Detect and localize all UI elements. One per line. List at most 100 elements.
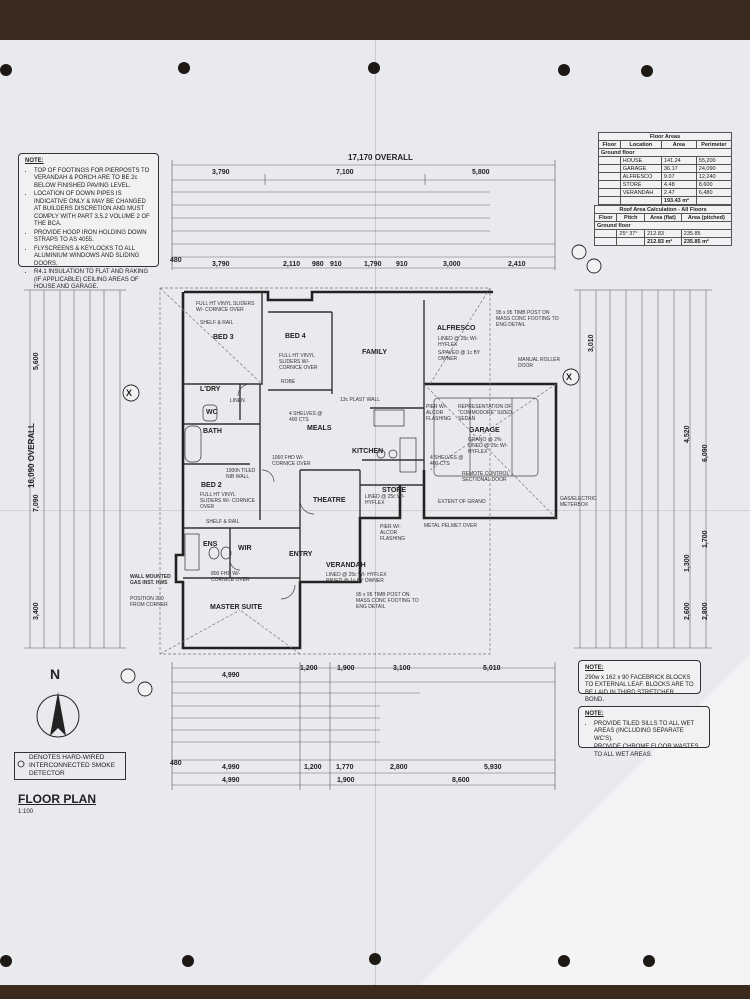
punch-hole <box>643 955 655 967</box>
annotation: REPRESENTATION OF "COMMODORE" SIZED SEDA… <box>458 404 512 422</box>
note-item: TOP OF FOOTINGS FOR PIERPOSTS TO VERANDA… <box>34 168 152 191</box>
annotation: GAS/ELECTRIC METERBOX <box>560 496 597 508</box>
room-bed3: BED 3 <box>213 334 234 341</box>
annotation: 13c PLAST WALL <box>340 397 381 403</box>
room-verandah: VERANDAH <box>326 562 366 569</box>
section-marker-label: X <box>566 372 573 382</box>
dim-label: 4,990 <box>222 777 240 784</box>
punch-hole <box>641 65 653 77</box>
notes-heading: NOTE: <box>25 158 44 164</box>
note-item: FLYSCREENS & KEYLOCKS TO ALL ALUMINIUM W… <box>34 246 152 269</box>
dim-label: 4,990 <box>222 764 240 771</box>
note-text: 290w x 162 x 90 FACEBRICK BLOCKS TO EXTE… <box>585 674 694 704</box>
annotation: EXTENT OF GRANO <box>438 499 486 505</box>
annotation: SHELF & RAIL <box>200 320 234 326</box>
annotation: POSITION 300 FROM CORNER <box>130 596 168 608</box>
note-item: LOCATION OF DOWN PIPES IS INDICATIVE ONL… <box>34 191 152 229</box>
room-bath: BATH <box>203 428 222 435</box>
notes-box-right-2: NOTE: PROVIDE TILED SILLS TO ALL WET ARE… <box>578 706 710 758</box>
punch-hole <box>369 953 381 965</box>
annotation: 1000h TILED NIB WALL <box>226 468 256 480</box>
note-item: PROVIDE TILED SILLS TO ALL WET AREAS (IN… <box>594 721 703 744</box>
dim-label: 480 <box>170 257 182 264</box>
dim-label: 2,410 <box>508 261 526 268</box>
annotation: 95 x 95 TIMB POST ON MASS CONC FOOTING T… <box>496 310 559 328</box>
dim-label: 7,090 <box>33 494 40 512</box>
dim-label: 3,790 <box>212 261 230 268</box>
drawing-title: FLOOR PLAN <box>18 792 96 806</box>
dim-label: 2,110 <box>283 261 301 268</box>
dim-label: 5,930 <box>484 764 502 771</box>
annotation: 95 x 95 TIMB POST ON MASS CONC FOOTING T… <box>356 592 419 610</box>
room-entry: ENTRY <box>289 551 313 558</box>
room-laundry: L'DRY <box>200 386 221 393</box>
dim-label: 2,600 <box>684 602 691 620</box>
dim-label: 2,800 <box>390 764 408 771</box>
notes-heading: NOTE: <box>585 665 604 671</box>
section-markers <box>120 244 602 697</box>
annotation: LINED @ 25c W/- HYFLEX PAVED @ 1c BY OWN… <box>326 572 387 584</box>
dim-label: 4,990 <box>222 672 240 679</box>
punch-hole <box>0 955 12 967</box>
dim-label: 2,800 <box>702 602 709 620</box>
exterior-walls <box>174 290 558 650</box>
room-master-suite: MASTER SUITE <box>210 604 263 611</box>
door-swings <box>229 383 315 600</box>
room-theatre: THEATRE <box>313 497 346 504</box>
dim-label: 3,000 <box>443 261 461 268</box>
dim-label: 6,090 <box>702 444 709 462</box>
annotation: FULL HT VINYL SLIDERS W/- CORNICE OVER <box>200 492 256 510</box>
dimension-lines <box>29 164 707 786</box>
notes-list: TOP OF FOOTINGS FOR PIERPOSTS TO VERANDA… <box>25 168 152 292</box>
room-linen: LINEN <box>230 398 245 404</box>
punch-hole <box>182 955 194 967</box>
room-store: STORE <box>382 487 406 494</box>
smoke-detector-icon <box>17 760 25 768</box>
north-label: N <box>50 666 61 682</box>
notes-box-left: NOTE: TOP OF FOOTINGS FOR PIERPOSTS TO V… <box>18 153 159 290</box>
room-robe: ROBE <box>281 379 296 385</box>
dim-label: 4,520 <box>684 425 691 443</box>
dim-label: 1,900 <box>337 777 355 784</box>
car-outline <box>433 397 539 477</box>
annotation: 4 SHELVES @ 400 CTS <box>289 411 323 423</box>
total-cell: 235.85 m² <box>680 237 733 246</box>
dim-overall-height: 16,090 OVERALL <box>27 423 36 488</box>
dim-label: 1,300 <box>684 554 691 572</box>
room-meals: MEALS <box>307 425 332 432</box>
dim-label: 480 <box>170 760 182 767</box>
drawing-scale: 1:100 <box>18 809 34 815</box>
room-alfresco: ALFRESCO <box>437 325 476 332</box>
room-bed2: BED 2 <box>201 482 222 489</box>
annotation: WALL MOUNTED GAS INST. HWS <box>130 574 171 586</box>
annotation: MANUAL ROLLER DOOR <box>518 357 561 369</box>
dim-label: 3,010 <box>588 334 595 352</box>
dim-label: 1,700 <box>702 530 709 548</box>
annotation: FULL HT VINYL SLIDERS W/- CORNICE OVER <box>279 353 318 371</box>
punch-hole <box>0 64 12 76</box>
dim-label: 1,790 <box>364 261 382 268</box>
north-arrow <box>36 692 80 738</box>
annotation: REMOTE CONTROL SECTIONAL DOOR <box>462 471 510 483</box>
room-kitchen: KITCHEN <box>352 448 384 455</box>
punch-hole <box>558 955 570 967</box>
punch-hole <box>368 62 380 74</box>
room-wir: WIR <box>238 545 252 552</box>
dimension-ticks <box>24 160 712 790</box>
annotation: PIER W/- ALCOR FLASHING <box>426 404 452 422</box>
annotation: 800 FHD W/- CORNICE OVER <box>211 571 250 583</box>
roof-areas-table: Roof Area Calculation - All Floors Floor… <box>593 205 733 246</box>
punch-hole <box>558 64 570 76</box>
dim-label: 5,600 <box>33 352 40 370</box>
dim-label: 5,800 <box>472 169 490 176</box>
dim-label: 910 <box>330 261 342 268</box>
dim-label: 3,100 <box>393 665 411 672</box>
fixtures <box>184 404 417 571</box>
dim-label: 7,100 <box>336 169 354 176</box>
dim-overall-width: 17,170 OVERALL <box>348 153 413 162</box>
annotation: METAL PELMET OVER <box>424 523 477 529</box>
dim-label: 5,010 <box>483 665 501 672</box>
dim-label: 1,200 <box>300 665 318 672</box>
